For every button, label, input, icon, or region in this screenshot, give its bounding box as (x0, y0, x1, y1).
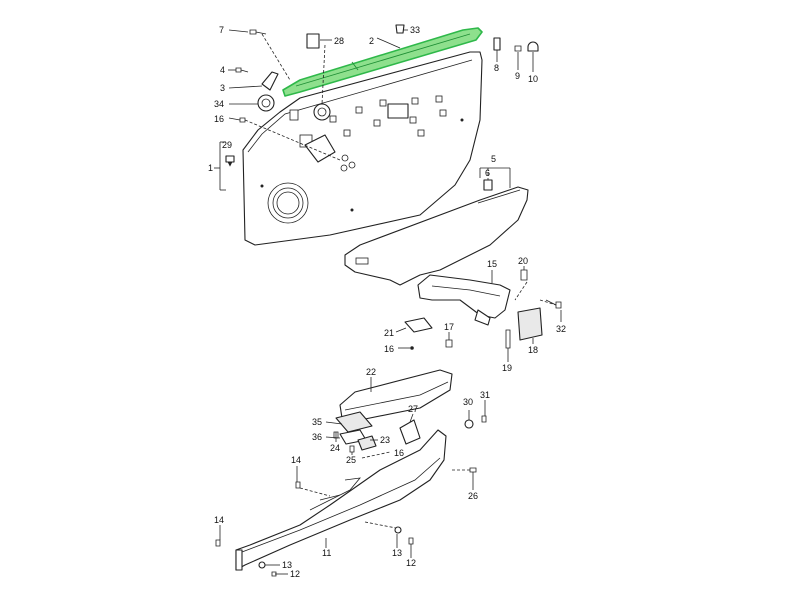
callout-13-left: 13 (282, 560, 292, 570)
callout-32: 32 (556, 324, 566, 334)
callout-31: 31 (480, 390, 490, 400)
window-sill-rail-highlighted[interactable] (282, 27, 483, 97)
callout-36: 36 (312, 432, 322, 442)
callout-11: 11 (322, 548, 331, 558)
callout-20: 20 (518, 256, 528, 266)
callout-21: 21 (384, 328, 394, 338)
callout-29: 29 (222, 140, 232, 150)
callout-6: 6 (485, 168, 490, 178)
callout-1: 1 (208, 163, 213, 173)
callout-4: 4 (220, 65, 225, 75)
callout-23: 23 (380, 435, 390, 445)
callout-33: 33 (410, 25, 420, 35)
door-pull-bracket[interactable] (404, 269, 562, 350)
door-pocket-upper-trim[interactable] (344, 179, 529, 286)
callout-labels: 7 28 2 33 8 9 10 4 3 34 16 29 1 5 6 20 1… (208, 25, 566, 579)
callout-12-left: 12 (290, 569, 300, 579)
callout-2: 2 (369, 36, 374, 46)
callout-17: 17 (444, 322, 454, 332)
callout-16-low: 16 (394, 448, 404, 458)
callout-10: 10 (528, 74, 538, 84)
callout-7: 7 (219, 25, 224, 35)
callout-35: 35 (312, 417, 322, 427)
callout-28: 28 (334, 36, 344, 46)
armrest-pad[interactable] (333, 369, 487, 453)
callout-14-mid: 14 (291, 455, 301, 465)
callout-9: 9 (515, 71, 520, 81)
callout-30: 30 (463, 397, 473, 407)
callout-22: 22 (366, 367, 376, 377)
lower-door-trim[interactable] (215, 429, 477, 577)
callout-3: 3 (220, 83, 225, 93)
callout-34: 34 (214, 99, 224, 109)
callout-5: 5 (491, 154, 496, 164)
callout-16-mid: 16 (384, 344, 394, 354)
callout-14-low: 14 (214, 515, 224, 525)
callout-16-top: 16 (214, 114, 224, 124)
callout-19: 19 (502, 363, 512, 373)
callout-12-right: 12 (406, 558, 416, 568)
callout-25: 25 (346, 455, 356, 465)
callout-8: 8 (494, 63, 499, 73)
small-parts-top (225, 24, 539, 167)
callout-26: 26 (468, 491, 478, 501)
leader-lines (214, 29, 562, 575)
callout-13-right: 13 (392, 548, 402, 558)
callout-15: 15 (487, 259, 497, 269)
callout-24: 24 (330, 443, 340, 453)
speaker-grille (267, 182, 309, 224)
callout-27: 27 (408, 404, 418, 414)
door-panel[interactable] (242, 51, 483, 246)
callout-18: 18 (528, 345, 538, 355)
